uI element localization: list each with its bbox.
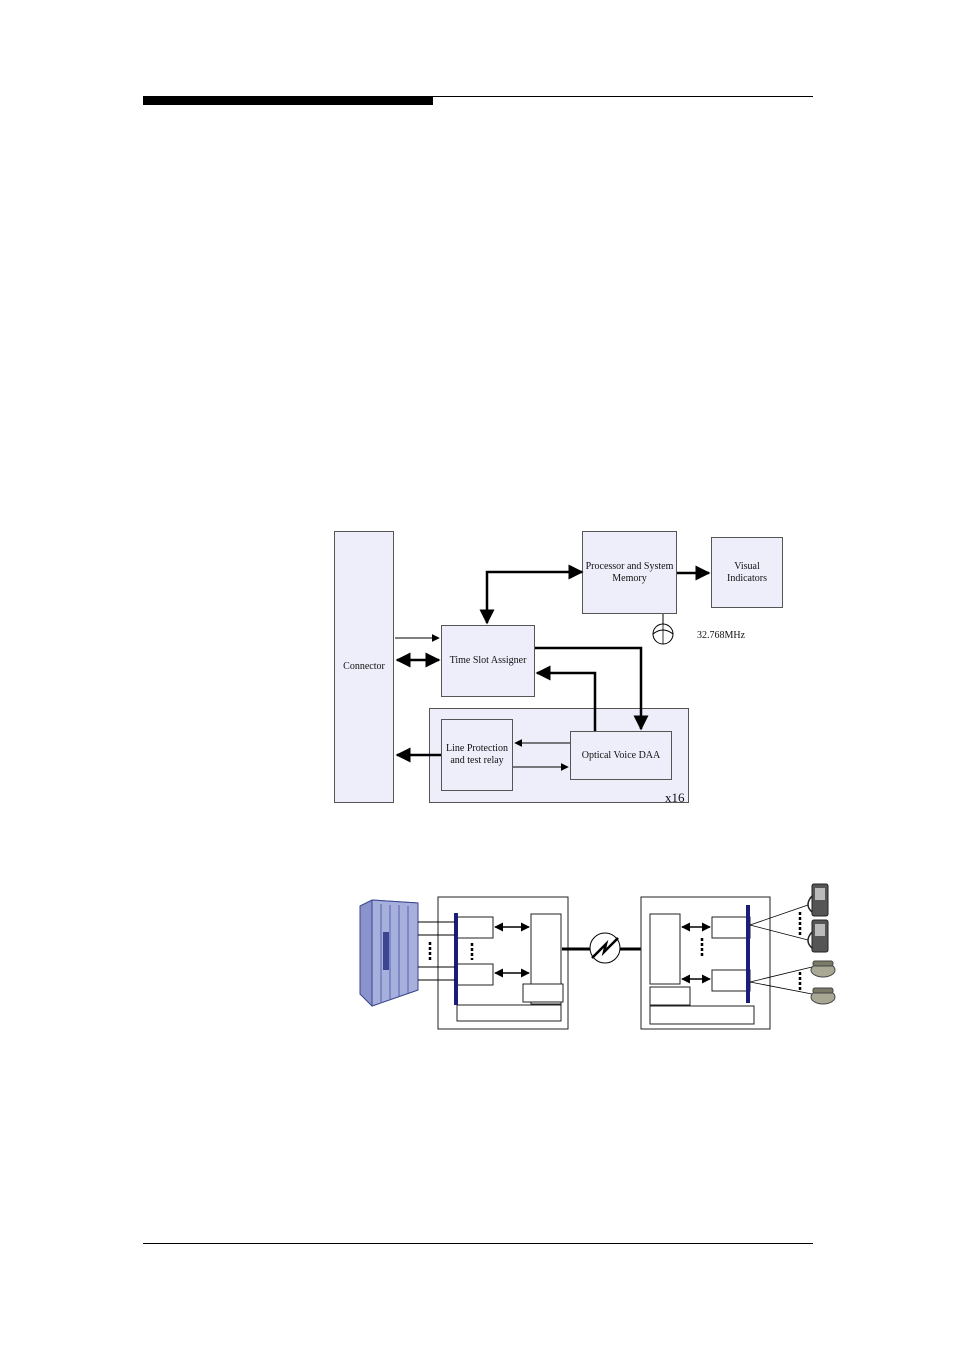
payphone-icon-2: [808, 920, 828, 952]
desk-phone-icon-2: [811, 988, 835, 1004]
payphone-icon-1: [808, 884, 828, 916]
desk-phone-icon-1: [811, 961, 835, 977]
pbx-cabinet-icon: [360, 900, 418, 1006]
